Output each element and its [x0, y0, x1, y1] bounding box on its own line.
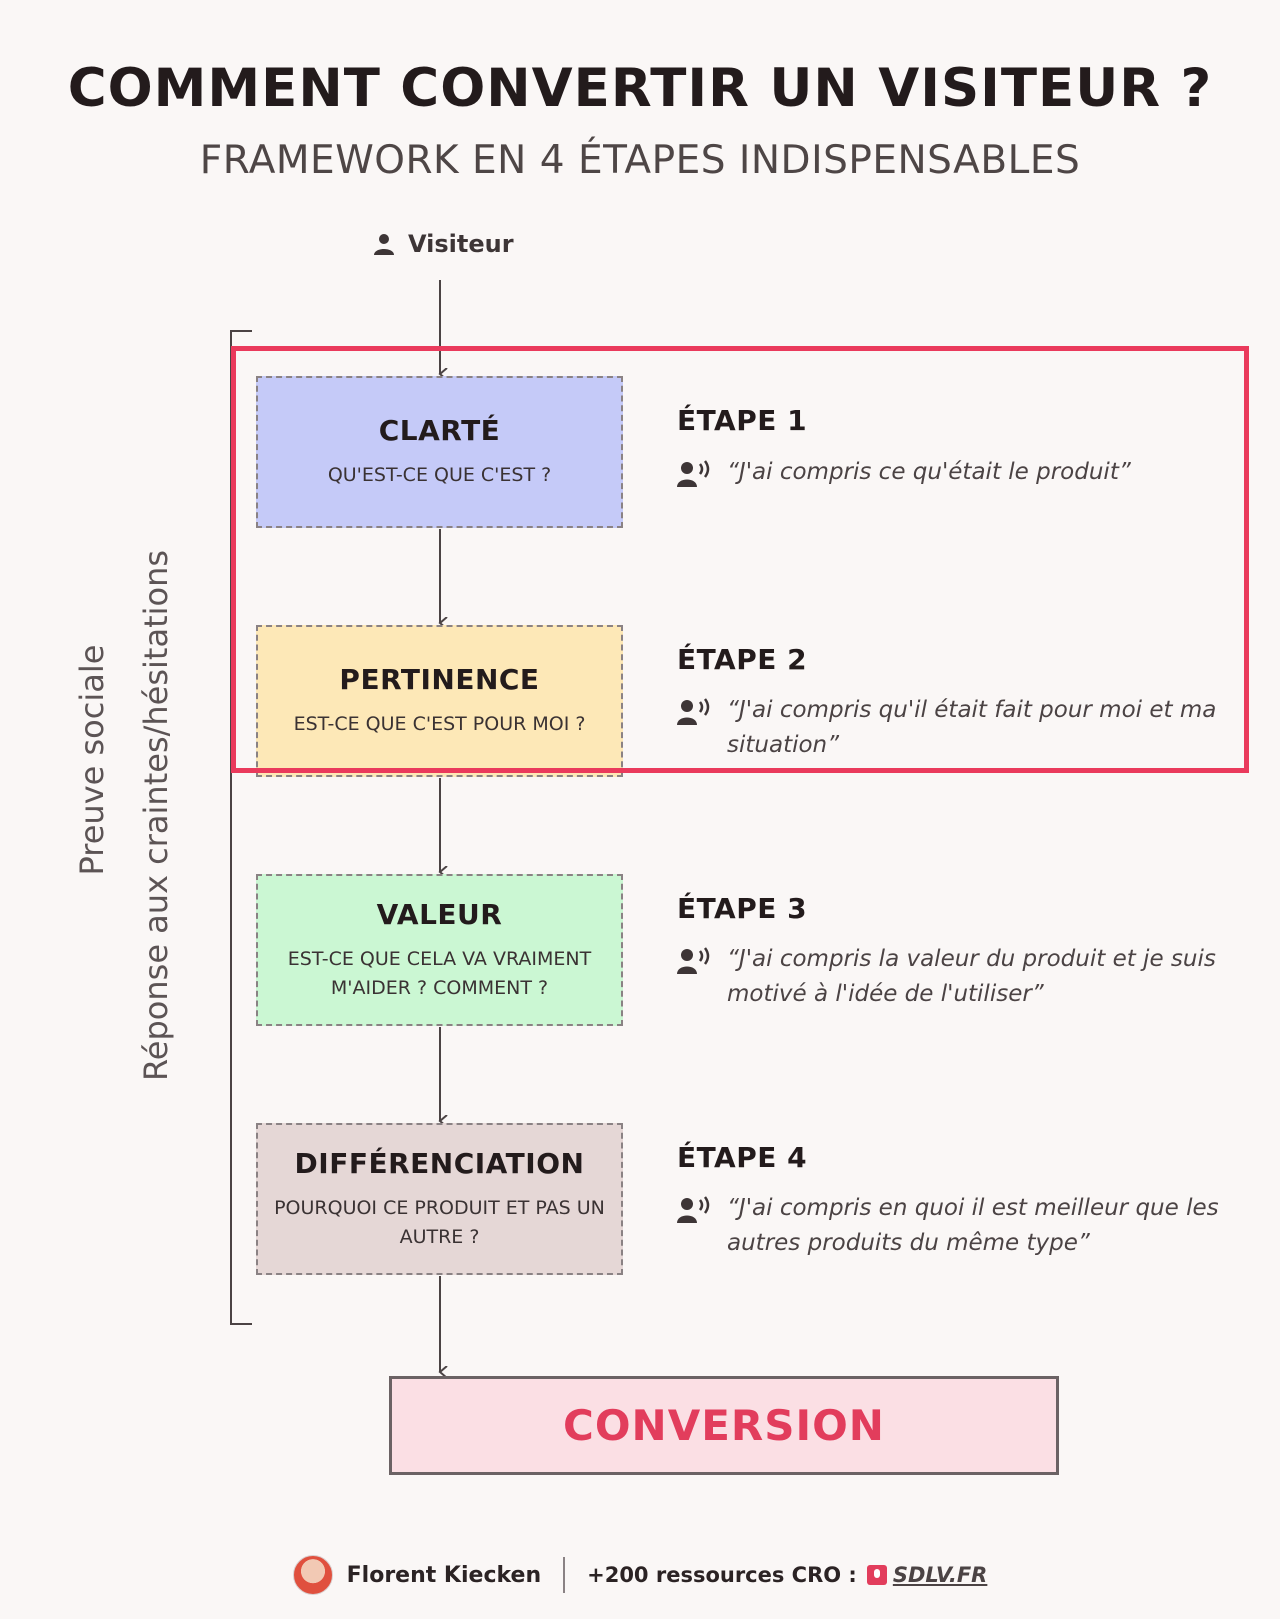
- side-label-reponse-craintes: Réponse aux craintes/hésitations: [137, 549, 175, 1081]
- conversion-label: CONVERSION: [563, 1401, 885, 1450]
- visitor-node: Visiteur: [372, 230, 514, 258]
- speaking-person-icon: [677, 1196, 710, 1223]
- avatar: [292, 1555, 333, 1595]
- quote-text: “J'ai compris ce qu'était le produit”: [727, 459, 1131, 485]
- quote-row: “J'ai compris la valeur du produit et je…: [677, 942, 1227, 1012]
- user-icon: [374, 234, 394, 255]
- speaking-person-icon: [677, 947, 710, 974]
- step-title: CLARTÉ: [378, 414, 501, 447]
- etape-label: ÉTAPE 4: [677, 1141, 808, 1174]
- quote-text: “J'ai compris en quoi il est meilleur qu…: [727, 1195, 1219, 1256]
- step-box-valeur: VALEUR EST-CE QUE CELA VA VRAIMENT M'AID…: [256, 874, 623, 1026]
- quote-text: “J'ai compris qu'il était fait pour moi …: [727, 697, 1217, 758]
- step-title: DIFFÉRENCIATION: [294, 1146, 585, 1180]
- footer: Florent Kiecken +200 ressources CRO : SD…: [0, 1555, 1280, 1595]
- site-link[interactable]: SDLV.FR: [892, 1563, 988, 1587]
- speaking-person-icon: [677, 698, 710, 725]
- quote-text: “J'ai compris la valeur du produit et je…: [727, 946, 1216, 1007]
- quote-row: “J'ai compris en quoi il est meilleur qu…: [677, 1191, 1227, 1261]
- etape-label: ÉTAPE 3: [677, 892, 808, 925]
- step-title: VALEUR: [376, 897, 503, 931]
- etape-label: ÉTAPE 1: [677, 404, 808, 437]
- quote-row: “J'ai compris qu'il était fait pour moi …: [677, 693, 1227, 763]
- etape-label: ÉTAPE 2: [677, 643, 808, 676]
- author-name: Florent Kiecken: [346, 1562, 542, 1588]
- step-question: POURQUOI CE PRODUIT ET PAS UN AUTRE ?: [274, 1196, 605, 1248]
- conversion-box: CONVERSION: [389, 1376, 1059, 1475]
- location-pin-icon: [866, 1565, 887, 1585]
- step-box-pertinence: PERTINENCE EST-CE QUE C'EST POUR MOI ?: [256, 625, 623, 777]
- step-box-clarte: CLARTÉ QU'EST-CE QUE C'EST ?: [256, 376, 623, 528]
- side-bracket: [230, 330, 252, 1325]
- resources-label: +200 ressources CRO :: [587, 1563, 857, 1587]
- step-question: EST-CE QUE CELA VA VRAIMENT M'AIDER ? CO…: [287, 947, 592, 999]
- page-title: COMMENT CONVERTIR UN VISITEUR ?: [67, 58, 1213, 119]
- page-subtitle: FRAMEWORK EN 4 ÉTAPES INDISPENSABLES: [199, 138, 1081, 183]
- speaking-person-icon: [677, 460, 710, 487]
- step-question: QU'EST-CE QUE C'EST ?: [327, 464, 552, 486]
- quote-row: “J'ai compris ce qu'était le produit”: [677, 455, 1227, 490]
- side-label-preuve-sociale: Preuve sociale: [73, 644, 111, 876]
- step-box-differenciation: DIFFÉRENCIATION POURQUOI CE PRODUIT ET P…: [256, 1123, 623, 1275]
- footer-divider: [563, 1557, 566, 1593]
- step-title: PERTINENCE: [339, 663, 540, 696]
- highlight-frame: [231, 346, 1249, 773]
- step-question: EST-CE QUE C'EST POUR MOI ?: [293, 713, 586, 735]
- visitor-label: Visiteur: [408, 230, 514, 258]
